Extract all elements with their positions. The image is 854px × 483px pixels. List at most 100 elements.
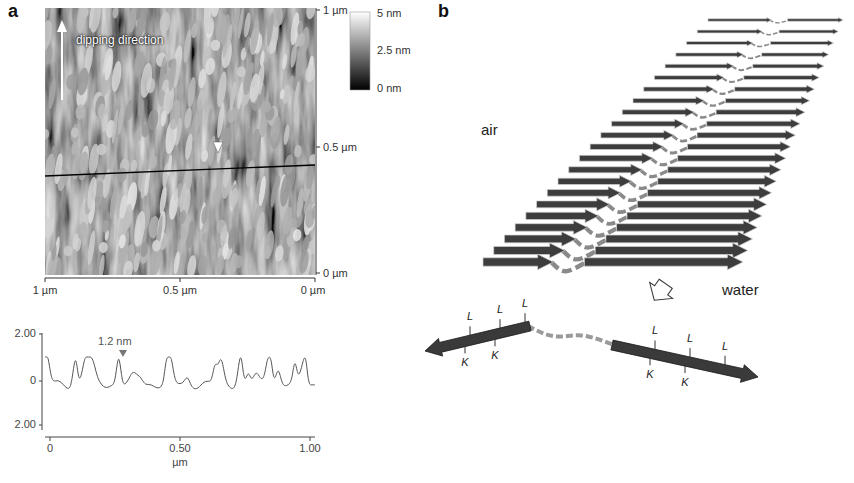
afm-image [45, 8, 315, 275]
afm-fibril [193, 100, 203, 133]
residue-label: L [722, 340, 728, 353]
axis-label: 1.00 [299, 442, 320, 455]
afm-fibril [166, 154, 173, 176]
strand-arrow [579, 153, 652, 164]
afm-fibril [69, 123, 80, 144]
afm-fibril [108, 188, 118, 220]
strand-arrow [707, 119, 800, 128]
beta-strand-pair [569, 164, 781, 177]
strand-arrow [770, 40, 833, 46]
afm-fibril [293, 144, 302, 158]
residue-tick [500, 319, 501, 328]
afm-fibril [53, 153, 64, 185]
beta-strand-pair [547, 187, 771, 201]
loop-linker [722, 78, 746, 82]
afm-fibril [227, 227, 236, 250]
afm-fibril [211, 189, 222, 205]
afm-fibril [134, 129, 143, 141]
loop-linker [551, 262, 586, 271]
afm-fibril [173, 251, 181, 275]
residue-label: K [646, 368, 653, 381]
residue-label: K [681, 376, 688, 389]
afm-fibril [245, 127, 253, 149]
afm-fibril [132, 252, 141, 273]
afm-fibril [245, 229, 254, 252]
beta-strand-pair [601, 130, 796, 141]
residue-tick [725, 356, 726, 365]
afm-fibril [112, 8, 119, 19]
colorbar-label: 2.5 nm [377, 44, 411, 57]
image-axis [316, 273, 320, 274]
zoom-arrow [643, 276, 677, 308]
loop-linker [702, 101, 727, 106]
strand-arrow [584, 254, 743, 270]
strand-arrow [753, 63, 824, 70]
strand-arrow [735, 85, 815, 93]
loop-linker [528, 326, 614, 345]
colorbar [350, 12, 370, 90]
afm-fibril [173, 188, 179, 202]
strand-arrow [601, 130, 674, 140]
afm-fibril [244, 160, 256, 188]
strand-arrow [537, 198, 610, 211]
strand-arrow [622, 108, 694, 117]
strand-arrow [526, 209, 599, 223]
afm-fibril [132, 210, 147, 247]
strand-detail [425, 313, 758, 382]
strand-arrow [678, 153, 786, 164]
profile-axis [50, 437, 51, 441]
strand-arrow [762, 51, 829, 57]
beta-strand-pair [515, 220, 757, 235]
strand-arrow [616, 220, 757, 234]
loop-linker [769, 20, 789, 23]
strand-arrow [644, 85, 714, 93]
afm-fibril [208, 108, 214, 121]
afm-fibril [186, 255, 198, 275]
beta-strand-pair [504, 232, 752, 248]
afm-fibril [279, 89, 285, 100]
strand-arrow [425, 321, 531, 356]
colorbar-label: 0 nm [377, 82, 401, 95]
residue-label: L [522, 297, 528, 310]
strand-arrow [697, 130, 795, 140]
afm-fibril [298, 249, 310, 274]
afm-fibril [248, 73, 261, 103]
afm-fibril [186, 77, 197, 109]
afm-fibril [97, 103, 106, 119]
residue-tick [495, 339, 496, 346]
image-axis [316, 8, 317, 275]
profile-marker [119, 350, 127, 357]
afm-fibril [96, 143, 108, 156]
annotation: dipping direction [76, 34, 163, 48]
strand-arrow [687, 40, 753, 46]
strand-arrow [658, 175, 777, 187]
beta-strand-pair [708, 18, 843, 23]
afm-fibril [141, 124, 150, 138]
beta-strand-pair [579, 153, 785, 165]
afm-fibril [127, 8, 138, 33]
position-marker [213, 142, 223, 153]
afm-fibril [61, 168, 70, 185]
afm-fibril [200, 206, 208, 224]
afm-fibril [254, 179, 261, 202]
annotation: 1.2 nm [98, 335, 132, 348]
strand-arrow [665, 63, 734, 70]
profile-axis [180, 437, 181, 441]
afm-fibril [215, 71, 228, 108]
afm-fibril [182, 29, 192, 63]
afm-fibril [158, 56, 168, 90]
axis-label: 0 [30, 374, 36, 387]
residue-tick [470, 326, 471, 335]
residue-label: L [467, 310, 473, 323]
afm-fibril [197, 68, 207, 89]
afm-fibril [140, 241, 149, 258]
afm-fibril [305, 166, 315, 190]
strand-arrow [637, 198, 766, 211]
afm-fibril [76, 67, 90, 96]
residue-tick [650, 358, 651, 365]
strand-arrow [744, 74, 819, 81]
loop-linker [682, 124, 709, 130]
afm-fibril [45, 216, 55, 238]
afm-fibril [167, 57, 178, 91]
